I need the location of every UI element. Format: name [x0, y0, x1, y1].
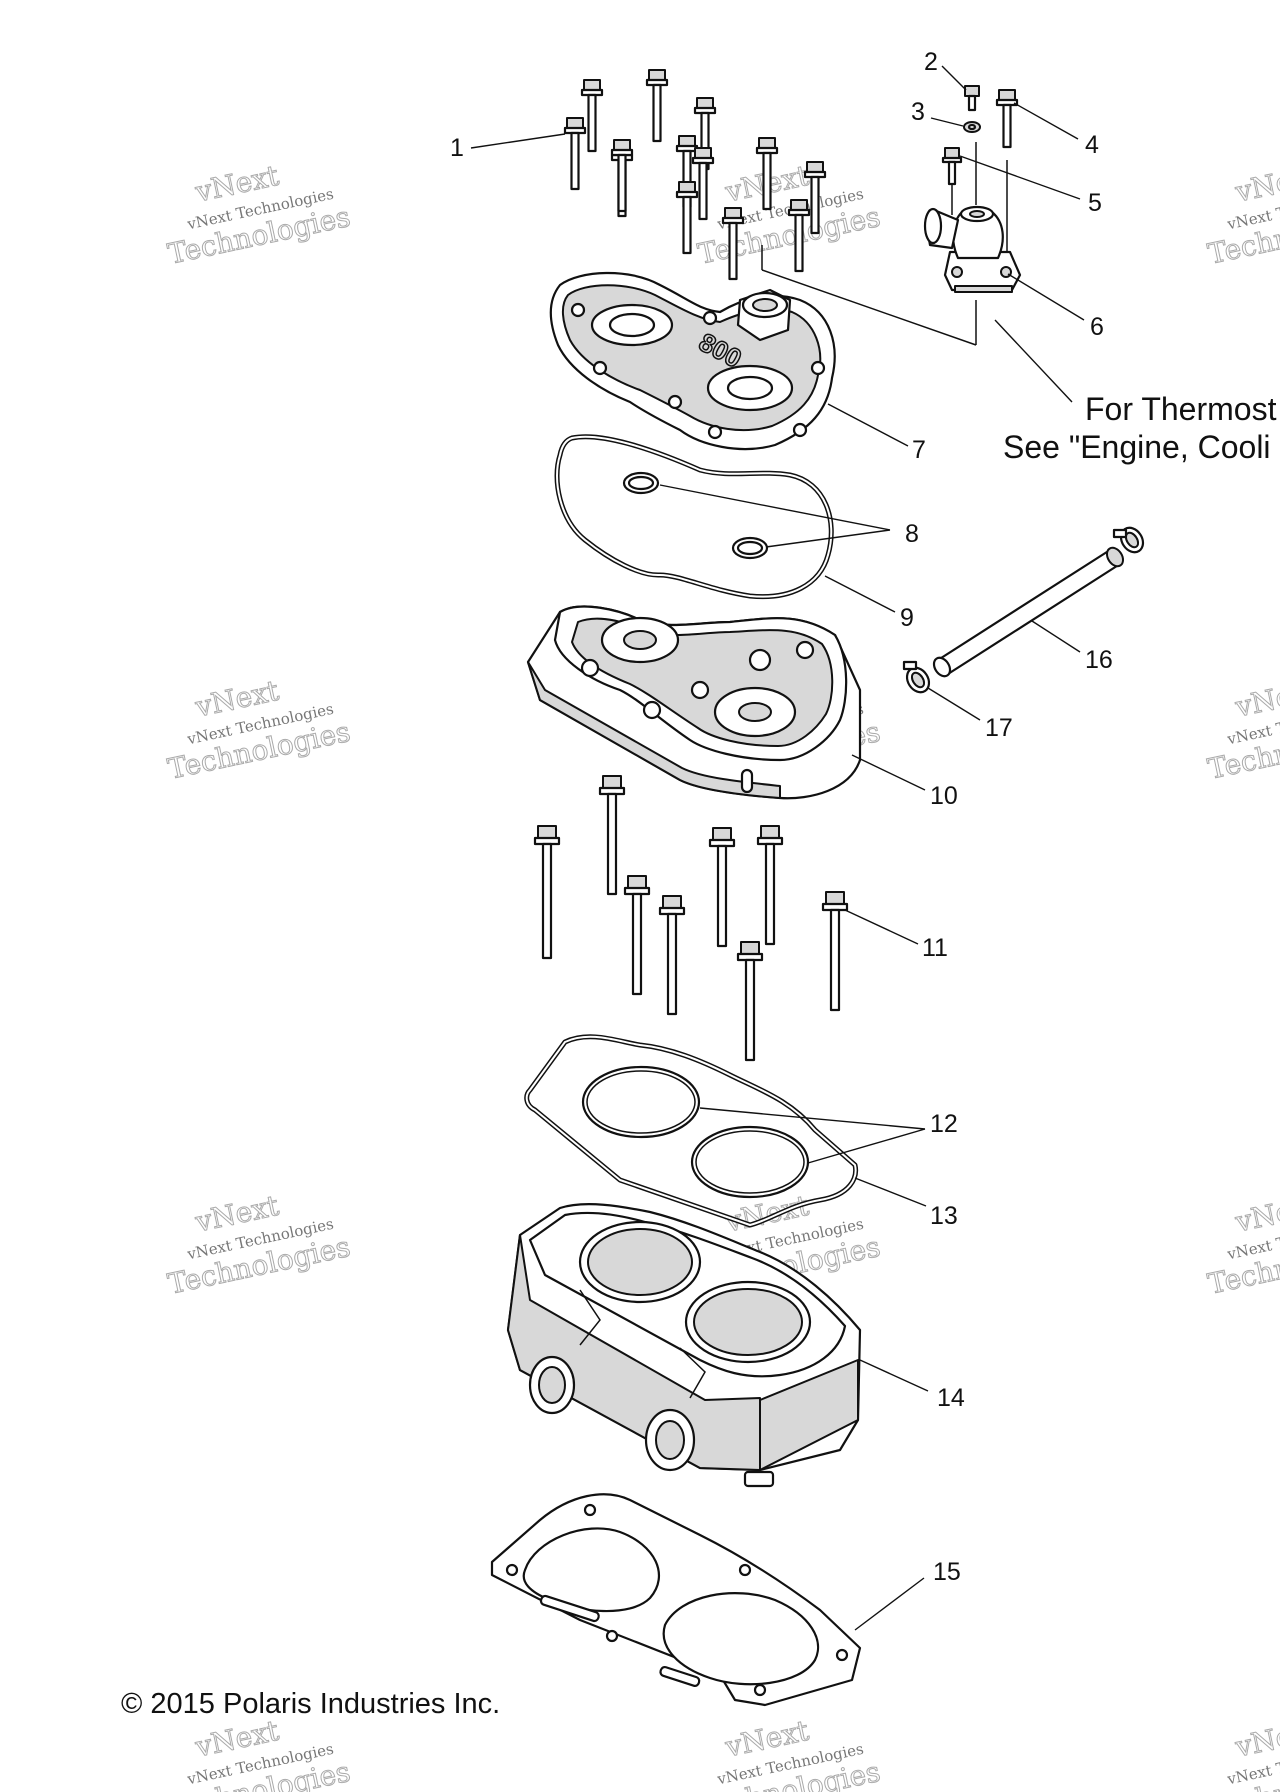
callout-8: 8 [905, 520, 919, 548]
long-bolt [995, 89, 1019, 149]
callout-2: 2 [924, 48, 938, 76]
bolt [658, 895, 686, 1016]
callout-13: 13 [930, 1202, 958, 1230]
cylinder-head [526, 605, 862, 800]
svg-text:vNext: vNext [1232, 1714, 1280, 1764]
bolt [721, 207, 745, 281]
bolt [645, 69, 669, 143]
bolt [598, 775, 626, 896]
base-gasket [490, 1493, 862, 1707]
svg-text:vNext: vNext [1232, 159, 1280, 209]
head-gasket-set [554, 434, 834, 600]
bolt [623, 875, 651, 996]
note-line-2: See "Engine, Cooli [1003, 429, 1271, 465]
cylinder-head-cover: 800 [549, 271, 836, 451]
coolant-hose [902, 526, 1145, 694]
watermark-right-3: vNext vNext Technologies Technologies [1204, 1188, 1280, 1301]
callout-15: 15 [933, 1558, 961, 1586]
thermostat-housing [923, 205, 1022, 293]
callout-17: 17 [985, 714, 1013, 742]
watermark-mid-4: vNext vNext Technologies Technologies [694, 1713, 883, 1792]
bolt [610, 139, 634, 213]
copyright-text: © 2015 Polaris Industries Inc. [121, 1688, 500, 1720]
bolt [563, 117, 587, 191]
watermark-left-2: vNext vNext Technologies Technologies [164, 673, 353, 786]
bolt [691, 147, 715, 221]
thermostat-note: For Thermost See "Engine, Cooli [1003, 391, 1277, 465]
watermark-mid-1: vNext vNext Technologies Technologies [694, 158, 883, 271]
small-bolt [964, 85, 980, 112]
callout-14: 14 [937, 1384, 965, 1412]
bolt [580, 79, 604, 153]
watermark-left-1: vNext vNext Technologies Technologies [164, 158, 353, 271]
watermark-right-4: vNext vNext Technologies Technologies [1204, 1713, 1280, 1792]
head-o-ring [554, 434, 834, 600]
cylinder-seal-ring [581, 1065, 701, 1139]
svg-text:vNext: vNext [1232, 1189, 1280, 1239]
leader-lines [470, 65, 1085, 1631]
callout-11: 11 [922, 934, 948, 962]
watermark-right-2: vNext vNext Technologies Technologies [1204, 673, 1280, 786]
bolt [708, 827, 736, 948]
hose-clamp [902, 660, 931, 694]
callout-6: 6 [1090, 313, 1104, 341]
callout-3: 3 [911, 98, 925, 126]
watermark-right-1: vNext vNext Technologies Technologies [1204, 158, 1280, 271]
cylinder-bolts [533, 775, 849, 1062]
callout-10: 10 [930, 782, 958, 810]
callout-7: 7 [912, 436, 926, 464]
watermark-left-3: vNext vNext Technologies Technologies [164, 1188, 353, 1301]
note-line-1: For Thermost [1085, 391, 1277, 427]
cylinder-gasket-set [524, 1034, 859, 1228]
bolt [736, 941, 764, 1062]
callout-4: 4 [1085, 131, 1099, 159]
callout-5: 5 [1088, 189, 1102, 217]
callout-12: 12 [930, 1110, 958, 1138]
callout-9: 9 [900, 604, 914, 632]
cylinder-seal-ring [690, 1125, 810, 1199]
bolt [533, 825, 561, 960]
bolt [756, 825, 784, 946]
bolt [675, 181, 699, 255]
callout-16: 16 [1085, 646, 1113, 674]
bolt [787, 199, 811, 273]
callout-1: 1 [450, 134, 464, 162]
callouts: 1 2 3 4 5 6 7 8 9 16 17 10 11 12 13 14 1… [450, 48, 1113, 1586]
short-bolt [941, 147, 963, 186]
bolt [803, 161, 827, 235]
bolt [821, 891, 849, 1012]
thermostat-parts [761, 85, 1022, 346]
svg-text:vNext: vNext [1232, 674, 1280, 724]
cylinder-block [506, 1203, 862, 1488]
head-cover-bolts [563, 69, 827, 281]
hose-clamp [1112, 526, 1145, 554]
bolt [755, 137, 779, 211]
